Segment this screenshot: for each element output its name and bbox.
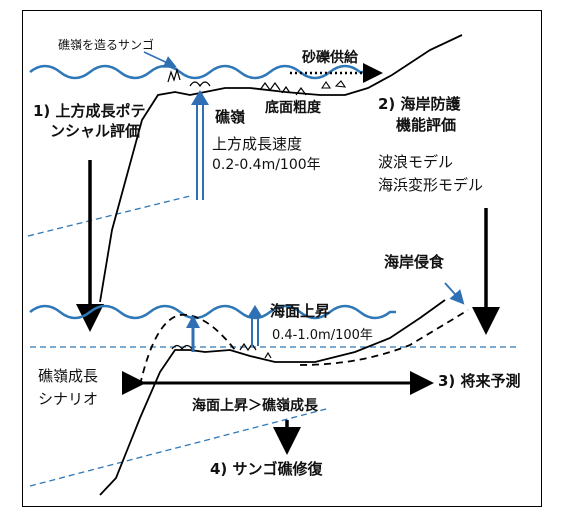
reef-growth-arrowhead-bottom <box>186 315 200 328</box>
step1-label-line1: 1) 上方成長ポテ <box>33 102 146 120</box>
comparison-label: 海面上昇＞礁嶺成長 <box>192 398 318 414</box>
erosion-pointer-arrow <box>444 282 465 305</box>
diagram-frame <box>22 10 542 507</box>
sea-surface-wave-top <box>29 64 370 80</box>
baseline-dashed-top <box>27 195 191 237</box>
step3-label: 3) 将来予測 <box>438 372 521 390</box>
sea-level-rise-value: 0.4-1.0m/100年 <box>272 328 373 343</box>
coastal-erosion-label: 海岸侵食 <box>384 253 445 271</box>
step2-label-line2: 機能評価 <box>396 116 457 134</box>
sea-surface-wave-bottom <box>29 304 396 320</box>
upward-growth-arrowhead-top <box>191 90 209 105</box>
step2-label-line1: 2) 海岸防護 <box>378 95 461 113</box>
bottom-roughness-label: 底面粗度 <box>265 100 321 116</box>
gravel-supply-label: 砂礫供給 <box>302 50 358 66</box>
upward-growth-value: 0.2-0.4m/100年 <box>212 157 321 173</box>
eroded-shore-dashed <box>299 309 469 366</box>
upward-growth-rate-label: 上方成長速度 <box>212 135 303 153</box>
step4-label: 4) サンゴ礁修復 <box>210 460 323 478</box>
baseline-dashed-bottom <box>29 407 331 487</box>
step1-label-line2: ンシャル評価 <box>50 122 141 140</box>
sea-rise-arrowhead <box>247 305 263 318</box>
coral-pointer-arrow <box>143 51 177 68</box>
coral-bumps-top <box>167 67 307 96</box>
reef-scenario-line2: シナリオ <box>38 390 99 408</box>
beach-model-label: 海浜変形モデル <box>378 176 484 194</box>
coral-reef-builders-label: 礁嶺を造るサンゴ <box>58 38 155 52</box>
wave-model-label: 波浪モデル <box>378 153 454 171</box>
reef-scenario-line1: 礁嶺成長 <box>38 367 99 385</box>
sea-level-rise-label: 海面上昇 <box>270 302 331 320</box>
future-reef-dashed <box>139 313 236 386</box>
gravel-top <box>320 80 347 89</box>
coral-bumps-bottom <box>171 342 272 359</box>
reef-profile-bottom <box>99 299 446 496</box>
reef-crest-label: 礁嶺 <box>215 108 246 126</box>
